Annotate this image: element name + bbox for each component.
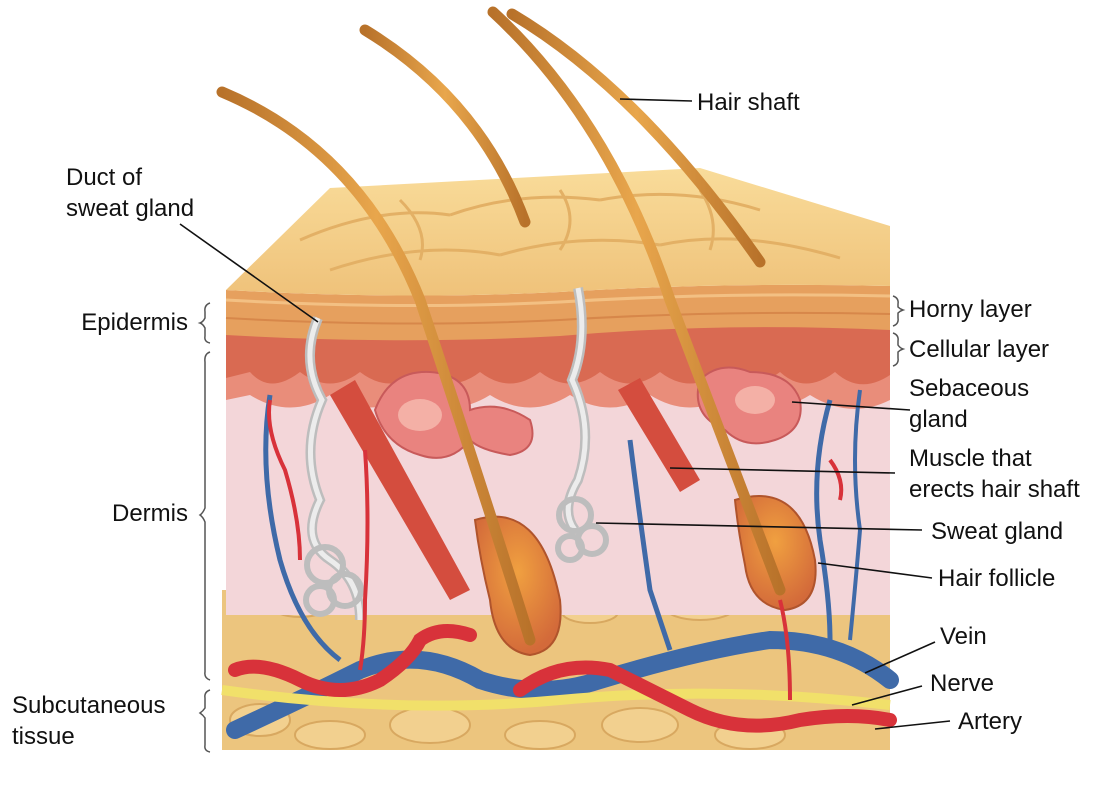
label-hair-shaft: Hair shaft: [697, 89, 800, 116]
label-horny-layer: Horny layer: [909, 296, 1032, 323]
label-duct-of-sweat-gland-line2: sweat gland: [66, 195, 195, 222]
label-sebaceous-gland-line2: gland: [909, 406, 968, 433]
label-muscle-line2: erects hair shaft: [909, 476, 1080, 503]
erector-muscles: [330, 378, 700, 600]
label-dermis: Dermis: [112, 500, 188, 527]
label-subcutaneous-line1: Subcutaneous: [12, 692, 166, 719]
label-nerve: Nerve: [930, 670, 995, 697]
label-duct-of-sweat-gland-line1: Duct of: [66, 164, 143, 191]
layer-brackets: [197, 295, 906, 753]
label-sebaceous-gland-line1: Sebaceous: [909, 375, 1030, 402]
label-sweat-gland: Sweat gland: [931, 518, 1064, 545]
epidermis-horny-layer: [225, 284, 891, 341]
label-subcutaneous-line2: tissue: [12, 723, 75, 750]
leader-lines: [179, 98, 951, 730]
label-artery: Artery: [958, 708, 1023, 735]
skin-surface: [226, 168, 890, 296]
arteries: [228, 399, 897, 733]
label-vein: Vein: [940, 623, 987, 650]
label-muscle-line1: Muscle that: [909, 445, 1032, 472]
sweat-glands: [303, 287, 609, 621]
hair-shafts: [216, 6, 786, 646]
label-epidermis: Epidermis: [81, 309, 188, 336]
label-cellular-layer: Cellular layer: [909, 336, 1050, 363]
nerves: [221, 685, 891, 711]
label-hair-follicle: Hair follicle: [938, 565, 1056, 592]
veins: [226, 389, 899, 739]
